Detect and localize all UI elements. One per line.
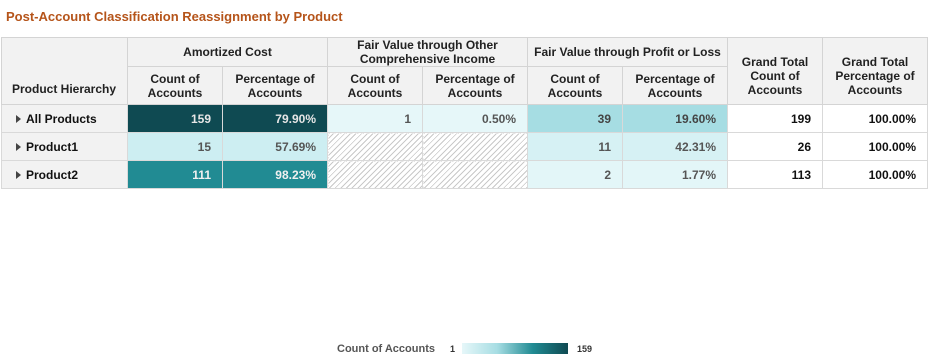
row-label: Product1 (26, 139, 79, 154)
data-cell[interactable]: 0.50% (422, 104, 528, 133)
legend-min-label: 1 (450, 344, 456, 354)
grand-total-count-cell[interactable]: 199 (727, 104, 823, 133)
empty-cell[interactable] (422, 132, 528, 161)
data-cell[interactable]: 11 (527, 132, 623, 161)
table-row: All Products 159 79.90% 1 0.50% 39 19.60… (1, 104, 928, 133)
row-header-product2[interactable]: Product2 (1, 160, 128, 189)
row-header-all-products[interactable]: All Products (1, 104, 128, 133)
grand-total-count-cell[interactable]: 113 (727, 160, 823, 189)
grand-total-pct-cell[interactable]: 100.00% (822, 132, 928, 161)
data-cell[interactable]: 42.31% (622, 132, 728, 161)
group-header-fvtpl[interactable]: Fair Value through Profit or Loss (527, 37, 728, 67)
data-cell[interactable]: 111 (127, 160, 223, 189)
data-cell[interactable]: 15 (127, 132, 223, 161)
legend-title: Count of Accounts (337, 343, 435, 355)
pivot-table: Product Hierarchy Amortized Cost Fair Va… (1, 37, 928, 189)
col-header-fvtpl-count[interactable]: Count of Accounts (527, 66, 623, 105)
expand-triangle-icon[interactable] (16, 142, 21, 151)
data-cell[interactable]: 79.90% (222, 104, 328, 133)
col-header-fvtpl-pct[interactable]: Percentage of Accounts (622, 66, 728, 105)
report-title: Post-Account Classification Reassignment… (6, 9, 343, 24)
data-cell[interactable]: 2 (527, 160, 623, 189)
grand-total-count-header[interactable]: Grand Total Count of Accounts (727, 37, 823, 105)
empty-cell[interactable] (422, 160, 528, 189)
legend-max-label: 159 (577, 344, 593, 354)
col-header-ac-count[interactable]: Count of Accounts (127, 66, 223, 105)
data-cell[interactable]: 39 (527, 104, 623, 133)
grand-total-pct-cell[interactable]: 100.00% (822, 160, 928, 189)
data-cell[interactable]: 19.60% (622, 104, 728, 133)
data-cell[interactable]: 1.77% (622, 160, 728, 189)
data-cell[interactable]: 57.69% (222, 132, 328, 161)
legend-gradient-bar (462, 343, 568, 354)
row-hierarchy-header[interactable]: Product Hierarchy (1, 37, 128, 105)
col-header-fvoci-pct[interactable]: Percentage of Accounts (422, 66, 528, 105)
table-row: Product1 15 57.69% 11 42.31% 26 100.00% (1, 132, 928, 161)
col-header-fvoci-count[interactable]: Count of Accounts (327, 66, 423, 105)
col-header-ac-pct[interactable]: Percentage of Accounts (222, 66, 328, 105)
expand-triangle-icon[interactable] (16, 170, 21, 179)
table-row: Product2 111 98.23% 2 1.77% 113 100.00% (1, 160, 928, 189)
grand-total-count-cell[interactable]: 26 (727, 132, 823, 161)
grand-total-pct-cell[interactable]: 100.00% (822, 104, 928, 133)
group-header-fvoci[interactable]: Fair Value through Other Comprehensive I… (327, 37, 528, 67)
data-cell[interactable]: 1 (327, 104, 423, 133)
data-cell[interactable]: 159 (127, 104, 223, 133)
color-legend: Count of Accounts 1 159 (0, 340, 931, 357)
row-label: All Products (26, 111, 97, 126)
data-cell[interactable]: 98.23% (222, 160, 328, 189)
empty-cell[interactable] (327, 132, 423, 161)
expand-triangle-icon[interactable] (16, 114, 21, 123)
row-header-product1[interactable]: Product1 (1, 132, 128, 161)
row-label: Product2 (26, 167, 79, 182)
empty-cell[interactable] (327, 160, 423, 189)
grand-total-pct-header[interactable]: Grand Total Percentage of Accounts (822, 37, 928, 105)
group-header-amortized-cost[interactable]: Amortized Cost (127, 37, 328, 67)
